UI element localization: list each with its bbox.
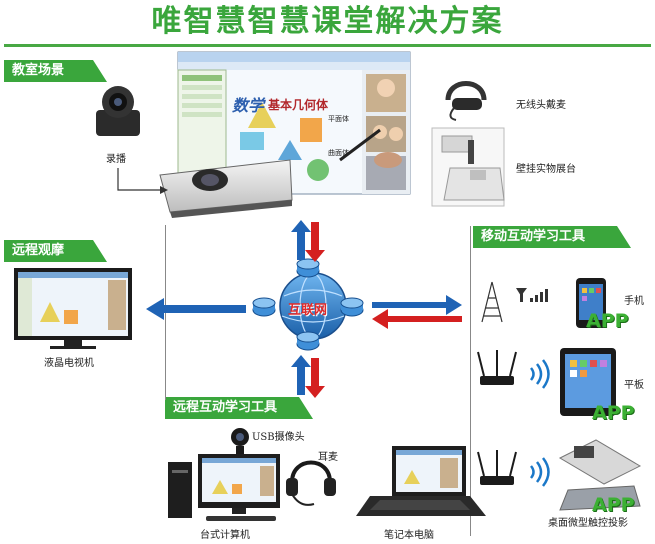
wall-presenter xyxy=(431,127,505,207)
cell-tower xyxy=(481,281,503,323)
laptop xyxy=(356,446,486,516)
lcd-tv xyxy=(14,268,132,349)
signal-bars-icon xyxy=(516,288,548,302)
caption-desk-projector: 桌面微型触控投影 xyxy=(548,518,628,529)
section-remote-tools: 远程互动学习工具 xyxy=(165,397,313,419)
caption-tablet: 平板 xyxy=(624,380,644,391)
section-remote-view: 远程观摩 xyxy=(4,240,107,262)
board-label-curved: 曲面体 xyxy=(328,149,349,157)
recording-camera xyxy=(96,86,140,136)
caption-wall-presenter: 壁挂实物展台 xyxy=(516,164,576,175)
projector xyxy=(159,159,293,218)
wifi-router-2 xyxy=(477,450,517,485)
arrow-up-down-top xyxy=(291,220,325,262)
caption-recording: 录播 xyxy=(106,154,126,165)
section-classroom: 教室场景 xyxy=(4,60,107,82)
router-bottom xyxy=(296,331,320,351)
phone-device xyxy=(576,278,606,328)
caption-headset-mic: 无线头戴麦 xyxy=(516,100,566,111)
arrow-up-down-bottom xyxy=(291,355,325,398)
title-divider xyxy=(4,44,651,47)
app-badge-phone: APP xyxy=(586,310,629,332)
page-title: 唯智慧智慧课堂解决方案 xyxy=(151,4,504,39)
wifi-signal-icon-2 xyxy=(529,457,550,487)
wifi-router-1 xyxy=(477,350,517,385)
router-top xyxy=(296,258,320,278)
router-left xyxy=(252,297,276,317)
headset-mic xyxy=(445,81,487,121)
arrow-left xyxy=(146,298,246,320)
board-label-flat: 平面体 xyxy=(328,115,349,123)
app-badge-tablet: APP xyxy=(592,402,635,424)
caption-lcd-tv: 液晶电视机 xyxy=(44,358,94,369)
board-heading: 基本几何体 xyxy=(268,98,329,112)
math-logo: 数学 xyxy=(232,96,265,115)
caption-earphone: 耳麦 xyxy=(318,452,338,463)
router-right xyxy=(340,297,364,317)
usb-camera xyxy=(231,428,249,454)
caption-desktop: 台式计算机 xyxy=(200,530,250,541)
divider-vertical-right xyxy=(470,226,471,536)
arrow-left-right xyxy=(372,295,462,329)
wifi-signal-icon-1 xyxy=(529,359,550,389)
app-badge-projector: APP xyxy=(592,494,635,516)
desktop-computer xyxy=(168,454,280,521)
caption-usb-camera: USB摄像头 xyxy=(252,432,305,443)
camera-connector xyxy=(117,168,160,191)
earphone-headset xyxy=(286,460,336,506)
internet-label: 互联网 xyxy=(288,303,328,318)
caption-laptop: 笔记本电脑 xyxy=(384,530,434,541)
section-mobile-tools: 移动互动学习工具 xyxy=(473,226,631,248)
tablet-device xyxy=(560,348,616,416)
desk-projector xyxy=(558,439,642,511)
caption-phone: 手机 xyxy=(624,296,644,307)
